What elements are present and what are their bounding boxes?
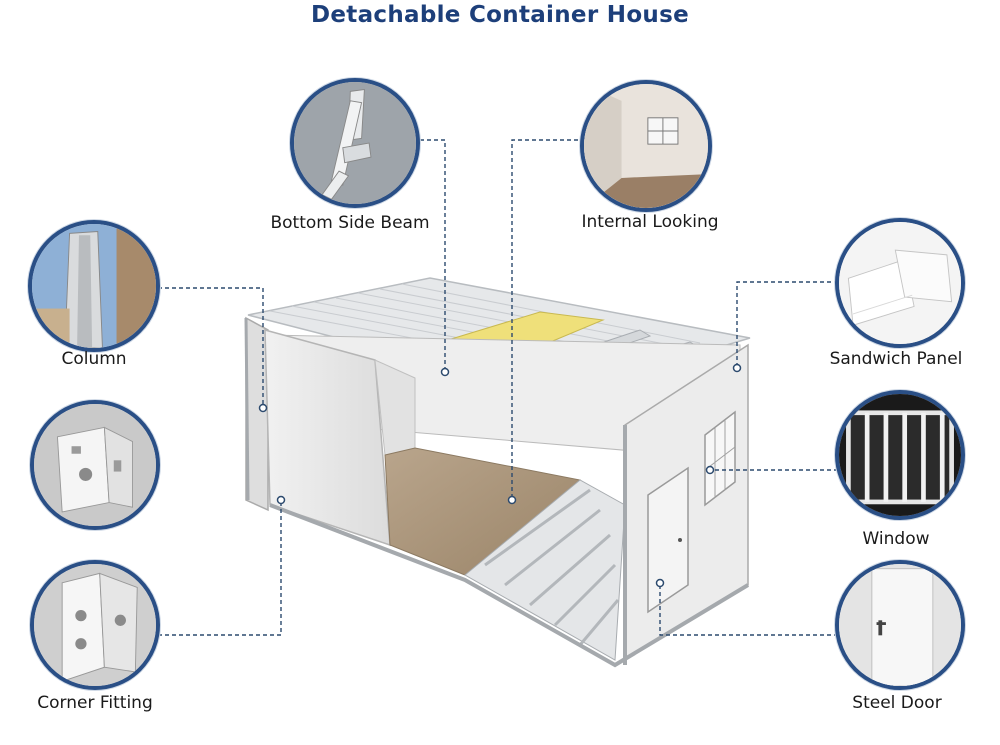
corner-fitting-photo-2	[30, 560, 160, 690]
bottom-side-frame	[269, 503, 750, 668]
corner-fitting-label: Corner Fitting	[37, 693, 153, 713]
marker-steel-door	[655, 578, 665, 588]
left-wall	[245, 316, 269, 512]
marker-bottom-side-beam	[440, 367, 450, 377]
marker-internal-looking	[507, 495, 517, 505]
sandwich-panel-photo	[835, 218, 965, 348]
marker-column	[258, 403, 268, 413]
internal-looking-photo	[580, 80, 712, 212]
bottom-side-beam-photo	[290, 78, 420, 208]
leader-sandwich-panel	[736, 281, 838, 368]
steel-door-label: Steel Door	[852, 693, 942, 713]
column-label: Column	[61, 349, 127, 369]
steel-door-photo	[835, 560, 965, 690]
sandwich-panel-label: Sandwich Panel	[829, 349, 963, 369]
leader-steel-door	[659, 583, 838, 636]
window-label: Window	[862, 529, 930, 549]
front-wall-panel	[264, 329, 391, 547]
leader-bottom-side-beam	[420, 139, 446, 372]
marker-corner-fitting	[276, 495, 286, 505]
house-door	[647, 466, 689, 614]
window-photo	[835, 390, 965, 520]
internal-looking-label: Internal Looking	[581, 212, 719, 232]
leader-internal-looking	[511, 139, 585, 500]
corner-fitting-photo-1	[30, 400, 160, 530]
leader-corner-fitting	[158, 500, 282, 636]
leader-column	[158, 287, 264, 408]
marker-sandwich-panel	[732, 363, 742, 373]
page-title: Detachable Container House	[311, 2, 689, 28]
marker-window	[705, 465, 715, 475]
bottom-side-beam-label: Bottom Side Beam	[270, 213, 430, 233]
column-photo	[28, 220, 160, 352]
